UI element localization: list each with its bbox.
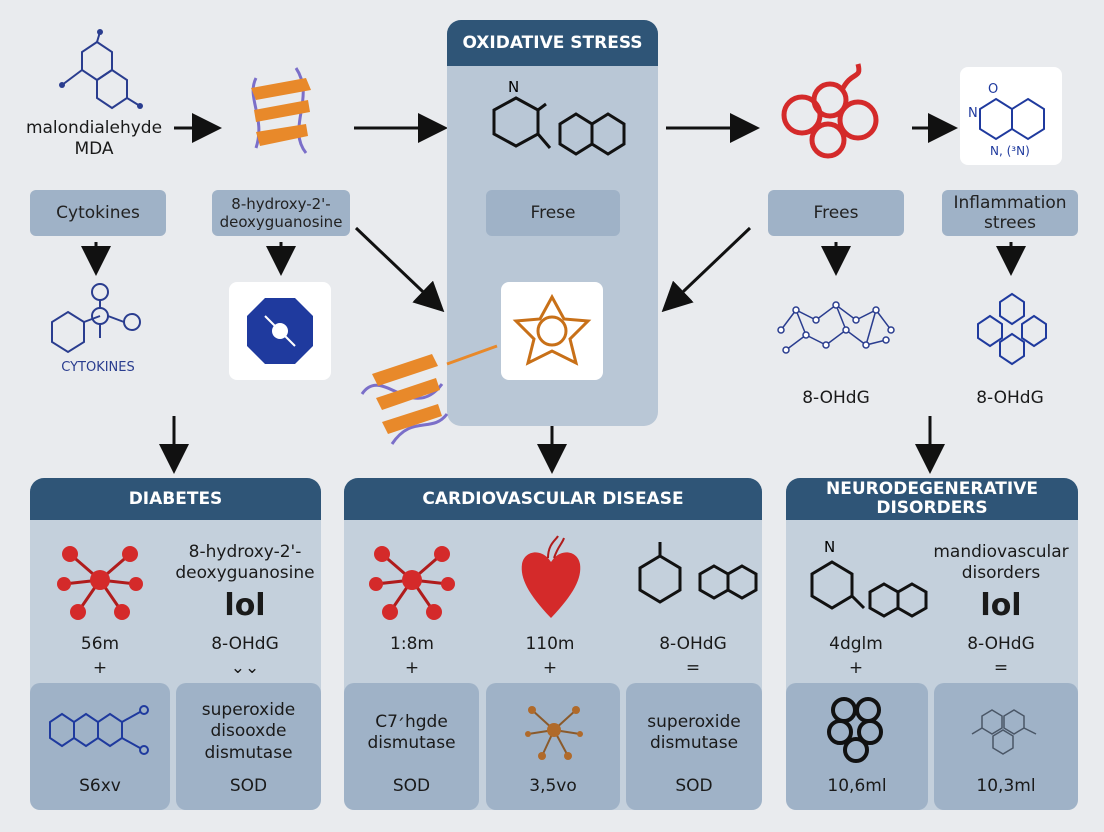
oxidative-stress-title: OXIDATIVE STRESS [447,20,658,66]
protein-ribbon-lower-icon [360,344,498,445]
neuro-n-atom-label: N [824,538,835,556]
cardio-red-molecule-icon [369,546,455,620]
neuro-sub-2-label: 10,3ml [976,776,1036,796]
n-atom-label: N [508,78,519,96]
cardio-value-3: 8-OHdG [659,634,727,654]
cardio-sub-1-line1: C׳7hgde [375,712,448,732]
blue-protein-icon [247,298,313,364]
n-compound-card: O N N, (³N) [960,67,1062,165]
mda-label: malondialehyde MDA [14,118,174,161]
diabetes-op-1: + [92,658,108,678]
8ohdg-pill: 8-hydroxy-2'-deoxyguanosine [212,190,350,236]
cardio-sub-1 [344,683,479,810]
cardio-sub-3-line1: superoxide [647,712,741,732]
diabetes-sod-name: superoxide disooxde dismutase [176,700,321,764]
cardio-value-2: 110m [525,634,575,654]
neuro-title-line1: NEURODEGENERATIVE [826,479,1038,500]
black-rings-icon [827,697,883,763]
diabetes-compound-name: 8-hydroxy-2'- deoxyguanosine [170,542,320,585]
card-molecule-icon: O N N, (³N) [968,82,1045,158]
cytokines-pill: Cytokines [30,190,166,236]
card-n-label: N [968,106,978,121]
inflammation-line1: Inflammation [953,192,1067,213]
neuro-n-compound-icon: N [810,538,928,618]
diabetes-compound-line1: 8-hydroxy-2'- [188,542,302,562]
neuro-op-1: + [848,658,864,678]
diabetes-red-molecule-icon [57,546,143,620]
diabetes-blue-molecule-icon [49,705,149,755]
card-o-label: O [988,82,998,97]
neuro-sub-1-label: 10,6ml [827,776,887,796]
cardio-sub-2-label: 3,5vo [529,776,577,796]
arrow-diag-right [661,226,752,313]
col4-8ohdg-label: 8-OHdG [802,388,870,408]
8ohdg-pill-line2: deoxyguanosine [219,213,343,231]
neuro-compound-name: mandiovascular disorders [928,542,1074,585]
inflammation-line2: strees [984,213,1036,233]
cytokines-molecule-icon [51,283,141,354]
cardio-op-1: + [404,658,420,678]
brown-molecule-icon [525,706,583,760]
diabetes-value-2: 8-OHdG [211,634,279,654]
card-formula: N, (³N) [990,144,1030,158]
frees-pill: Frees [768,190,904,236]
neuro-value-1: 4dglm [829,634,883,654]
cardio-sub-1-line2: dismutase [367,733,456,754]
cytokines-caption: CYTOKINES [61,360,135,375]
cardio-op-2: + [542,658,558,678]
cardio-sub-1-label: SOD [392,776,431,796]
neuro-sub-2 [934,683,1078,810]
frese-pill: Frese [486,190,620,236]
protein-ribbon-icon [251,67,311,154]
n-compound-icon: N [492,78,626,156]
8ohdg-pill-line1: 8-hydroxy-2'- [231,195,331,213]
arrow-diag-left [354,226,445,313]
cardio-black-molecule-icon [638,542,758,604]
diabetes-sod-line2: disooxde [210,721,287,742]
diabetes-sub-2 [176,683,321,810]
network-molecule-icon [777,301,895,354]
cardio-value-1: 1:8m [390,634,434,654]
diabetes-sub-1-label: S6xv [79,776,121,796]
grey-rings-icon [971,709,1037,755]
diabetes-value-1: 56m [80,634,120,654]
orange-protein-card [501,282,603,380]
mda-name: malondialehyde [25,118,163,138]
neuro-op-2: = [993,658,1009,678]
cardio-op-3: = [685,658,701,678]
neuro-compound-line1: mandiovascular [933,542,1069,562]
diabetes-title: DIABETES [30,478,321,520]
neuro-value-2: 8-OHdG [967,634,1035,654]
red-dna-icon [781,63,879,159]
cardio-sub-3-name: superoxide dismutase [626,712,762,755]
diabetes-op-2: ⌄⌄ [230,658,260,678]
blue-protein-card [229,282,331,380]
cardio-sub-3-line2: dismutase [649,733,739,754]
cardio-sub-3 [626,683,762,810]
neuro-title-line2: DISORDERS [876,498,988,518]
diabetes-compound-line2: deoxyguanosine [175,563,315,584]
neuro-lol-symbol: lol [980,588,1022,623]
mda-molecule-icon [59,29,143,110]
orange-knot-icon [512,293,592,366]
heart-icon [521,535,581,618]
cardio-sub-3-label: SOD [675,776,713,796]
cardio-title: CARDIOVASCULAR DISEASE [344,478,762,520]
cardio-sub-1-name: C׳7hgde dismutase [344,712,479,755]
cardio-sub-2 [486,683,620,810]
neuro-compound-line2: disorders [961,563,1041,584]
diabetes-sod-line1: superoxide [201,700,296,720]
diabetes-sod-line3: dismutase [204,742,293,763]
col5-8ohdg-label: 8-OHdG [976,388,1044,408]
mda-abbrev: MDA [74,139,114,160]
diabetes-sod-label: SOD [229,776,268,796]
diabetes-lol-symbol: lol [224,588,266,623]
ring-molecule-icon [977,292,1047,366]
